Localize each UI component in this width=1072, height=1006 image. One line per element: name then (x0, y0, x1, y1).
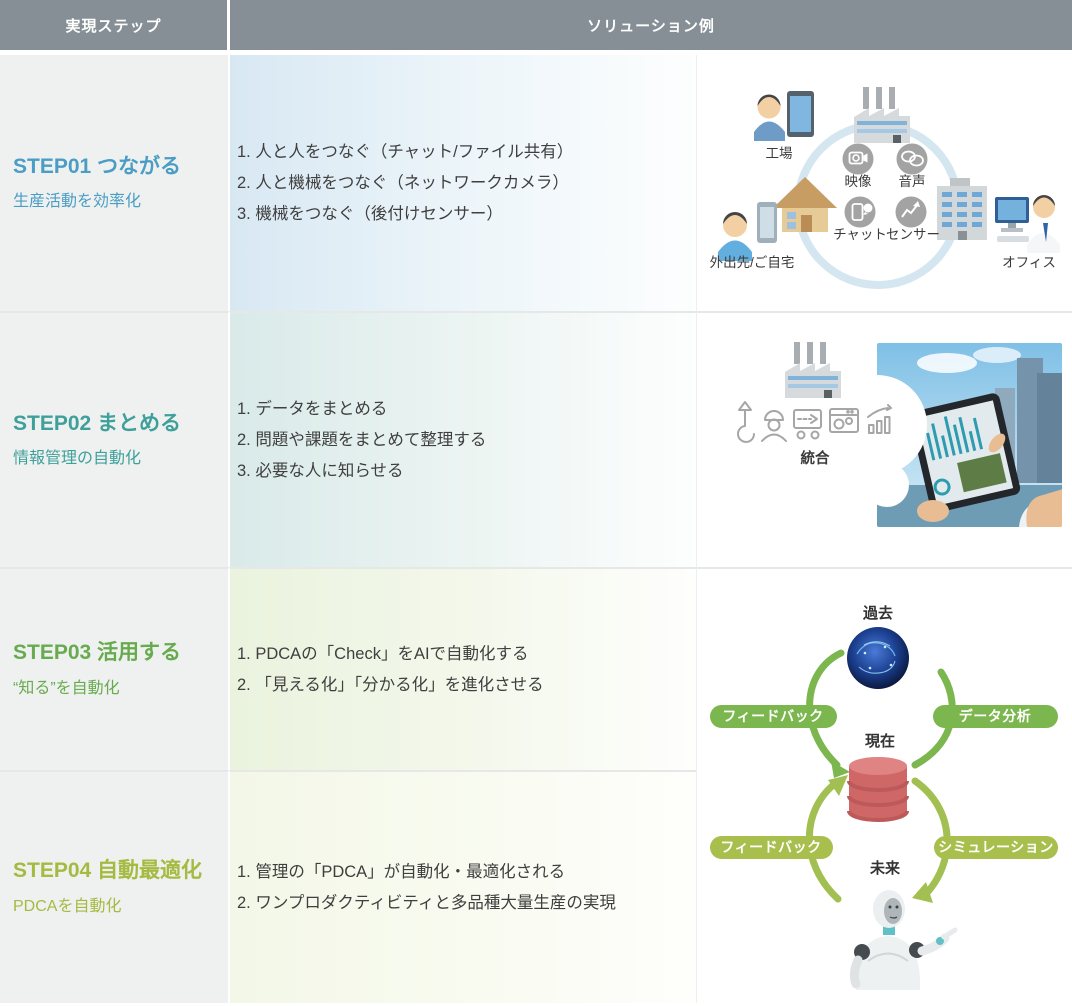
tablet-device (909, 393, 1021, 513)
pdca-illustration-cell: 過去 フィードバック データ分析 現在 (697, 567, 1072, 1003)
connect-diagram: 工場 外出先/ご自宅 (710, 87, 1060, 289)
house-icon (773, 177, 837, 232)
step01-title: STEP01 つながる (13, 154, 182, 178)
list-item: 3. 機械をつなぐ（後付けセンサー） (237, 204, 503, 223)
step04-title: STEP04 自動最適化 (13, 859, 203, 883)
step01-subtitle: 生産活動を効率化 (13, 193, 142, 211)
present-label: 現在 (865, 732, 895, 750)
data-analysis-pill: データ分析 (933, 705, 1058, 728)
remote-person-icon (718, 202, 777, 261)
step01-illustration-cell: 工場 外出先/ご自宅 (697, 55, 1072, 311)
integration-label: 統合 (801, 449, 830, 467)
tablet-photo (877, 343, 1062, 527)
video-label: 映像 (845, 174, 873, 189)
data-analysis-label: データ分析 (959, 708, 1032, 724)
feedback-top-label: フィードバック (722, 708, 823, 724)
step02-cell: STEP02 まとめる 情報管理の自動化 (0, 311, 230, 567)
machine-icon (793, 409, 822, 440)
remote-label: 外出先/ご自宅 (710, 255, 795, 270)
chart-icon (867, 404, 892, 434)
simulation-pill: シミュレーション (934, 836, 1058, 859)
video-icon (842, 143, 874, 175)
office-label: オフィス (1002, 255, 1056, 270)
header-step-label: 実現ステップ (65, 17, 162, 35)
list-item: 2. 「見える化」「分かる化」を進化させる (237, 675, 544, 694)
gear-app-icon (829, 408, 859, 433)
feedback-top-pill: フィードバック (710, 705, 837, 728)
step04-cell: STEP04 自動最適化 PDCAを自動化 (0, 770, 230, 1003)
list-item: 3. 必要な人に知らせる (237, 461, 404, 480)
feedback-bottom-pill: フィードバック (710, 836, 833, 859)
step02-title: STEP02 まとめる (13, 411, 182, 435)
step04-items: 1. 管理の「PDCA」が自動化・最適化される 2. ワンプロダクティビティと多… (230, 770, 697, 1003)
integration-diagram: 統合 (737, 342, 1062, 527)
list-item: 1. 人と人をつなぐ（チャット/ファイル共有） (237, 142, 574, 161)
feedback-bottom-label: フィードバック (720, 839, 821, 855)
audio-icon (896, 143, 928, 175)
sensor-icon (895, 196, 927, 228)
header-solution-column: ソリューション例 (230, 0, 1072, 55)
robot-icon (849, 890, 958, 990)
future-label: 未来 (869, 859, 901, 877)
list-item: 1. データをまとめる (237, 399, 388, 418)
header-solution-label: ソリューション例 (587, 17, 715, 35)
office-building-icon (937, 178, 987, 240)
factory-label: 工場 (766, 146, 793, 161)
step01-items: 1. 人と人をつなぐ（チャット/ファイル共有） 2. 人と機械をつなぐ（ネットワ… (230, 55, 697, 311)
pdca-cycle-diagram: 過去 フィードバック データ分析 現在 (710, 604, 1058, 990)
chat-label: チャット (833, 227, 887, 242)
step03-subtitle: “知る”を自動化 (13, 679, 120, 697)
step02-subtitle: 情報管理の自動化 (13, 450, 142, 468)
simulation-label: シミュレーション (938, 839, 1053, 855)
arrow-present-to-future (911, 777, 951, 899)
step04-subtitle: PDCAを自動化 (13, 897, 122, 915)
step03-cell: STEP03 活用する “知る”を自動化 (0, 567, 230, 770)
list-item: 2. 問題や課題をまとめて整理する (237, 430, 487, 449)
worker-icon (761, 410, 787, 442)
chat-icon (844, 196, 876, 228)
crane-hook-icon (737, 401, 755, 443)
factory-icon (854, 87, 910, 143)
step01-cell: STEP01 つながる 生産活動を効率化 (0, 55, 230, 311)
list-item: 2. 人と機械をつなぐ（ネットワークカメラ） (237, 173, 569, 192)
step02-illustration-cell: 統合 (697, 311, 1072, 567)
list-item: 1. 管理の「PDCA」が自動化・最適化される (237, 862, 566, 881)
database-icon (847, 757, 909, 822)
ai-brain-icon (847, 627, 909, 689)
past-label: 過去 (862, 604, 893, 622)
arrow-past-to-present (806, 649, 845, 769)
step03-items: 1. PDCAの「Check」をAIで自動化する 2. 「見える化」「分かる化」… (230, 567, 697, 770)
factory-icon (785, 342, 841, 398)
list-item: 2. ワンプロダクティビティと多品種大量生産の実現 (237, 893, 616, 912)
header-step-column: 実現ステップ (0, 0, 230, 55)
sensor-label: センサー (886, 227, 940, 242)
factory-person-icon (754, 91, 814, 141)
step03-title: STEP03 活用する (13, 641, 182, 665)
office-person-icon (995, 195, 1060, 253)
step02-items: 1. データをまとめる 2. 問題や課題をまとめて整理する 3. 必要な人に知ら… (230, 311, 697, 567)
list-item: 1. PDCAの「Check」をAIで自動化する (237, 644, 529, 663)
audio-label: 音声 (899, 173, 926, 189)
